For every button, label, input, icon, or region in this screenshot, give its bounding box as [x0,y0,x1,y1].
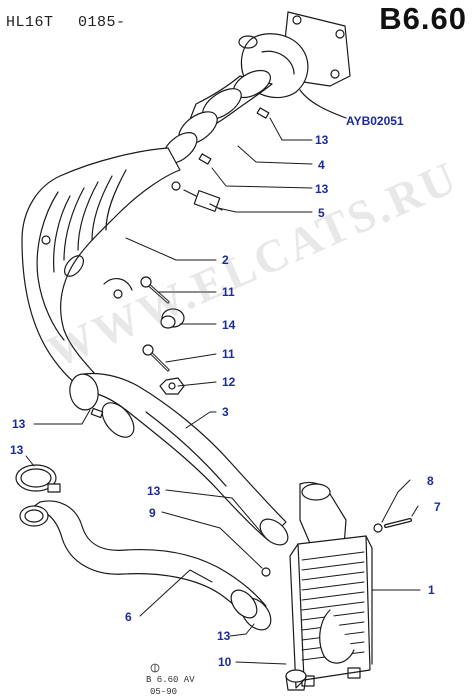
footer-date: 05-90 [150,687,178,697]
page-code: B6.60 [379,1,467,36]
callout-12[interactable]: 12 [222,375,236,389]
serial-code-label: 0185- [78,14,126,31]
clamp-13-loose [15,464,61,493]
callout-9[interactable]: 9 [149,506,156,520]
callout-5[interactable]: 5 [318,206,325,220]
callout-7[interactable]: 7 [434,500,441,514]
callout-8[interactable]: 8 [427,474,434,488]
callout-2[interactable]: 2 [222,253,229,267]
hose-4 [162,69,273,165]
callout-13[interactable]: 13 [147,484,161,498]
model-label: HL16T [6,14,54,31]
callout-14[interactable]: 14 [222,318,236,332]
leader-lines [25,117,421,665]
callout-13[interactable]: 13 [10,443,24,457]
grommet-10 [285,669,307,691]
callout-6[interactable]: 6 [125,610,132,624]
callout-10[interactable]: 10 [218,655,232,669]
callout-11[interactable]: 11 [222,347,235,361]
fasteners [140,276,185,395]
callout-11[interactable]: 11 [222,285,235,299]
footer-drawing-code: B 6.60 AV [146,675,195,685]
throttle-housing [238,11,351,119]
callout-1[interactable]: 1 [428,583,435,597]
intercooler-1 [261,481,412,689]
hose-3 [69,372,289,546]
callout-13[interactable]: 13 [12,417,26,431]
callout-13[interactable]: 13 [315,182,329,196]
reference-link-aybo2051[interactable]: AYB02051 [346,114,404,128]
hose-6 [19,500,272,631]
callout-4[interactable]: 4 [318,158,325,172]
footer-symbol [150,663,160,676]
circle-symbol-icon [150,663,160,673]
sensor-5 [171,181,223,212]
callout-13[interactable]: 13 [315,133,329,147]
callout-13[interactable]: 13 [217,629,231,643]
callout-3[interactable]: 3 [222,405,229,419]
